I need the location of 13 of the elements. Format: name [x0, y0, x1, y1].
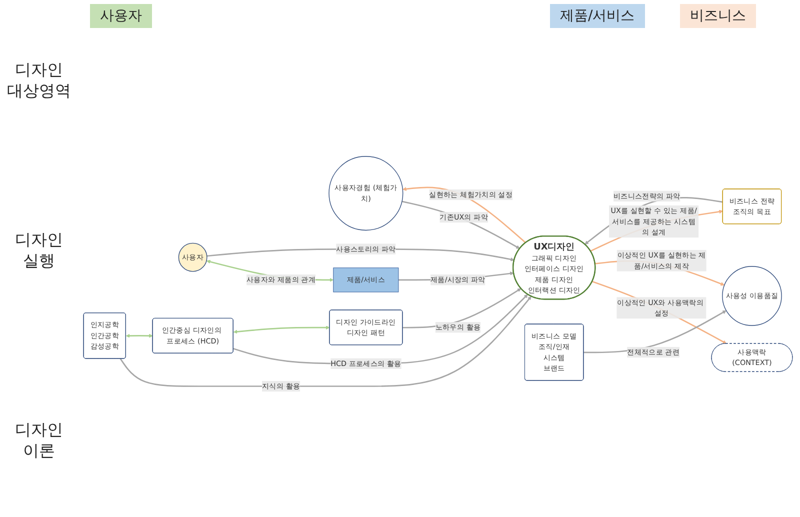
arrow [120, 296, 532, 387]
arrow [126, 334, 153, 338]
row-title: 디자인 대상영역 [6, 60, 72, 102]
column-header: 사용자 [90, 4, 152, 28]
column-header: 비즈니스 [680, 4, 756, 28]
arrow [233, 294, 528, 364]
arrow [402, 200, 520, 249]
row-title: 디자인 이론 [14, 420, 64, 462]
arrow [233, 326, 330, 334]
column-header: 제품/서비스 [550, 4, 645, 28]
arrow [592, 280, 727, 344]
arrow [402, 186, 526, 244]
row-title: 디자인 실행 [14, 230, 64, 272]
